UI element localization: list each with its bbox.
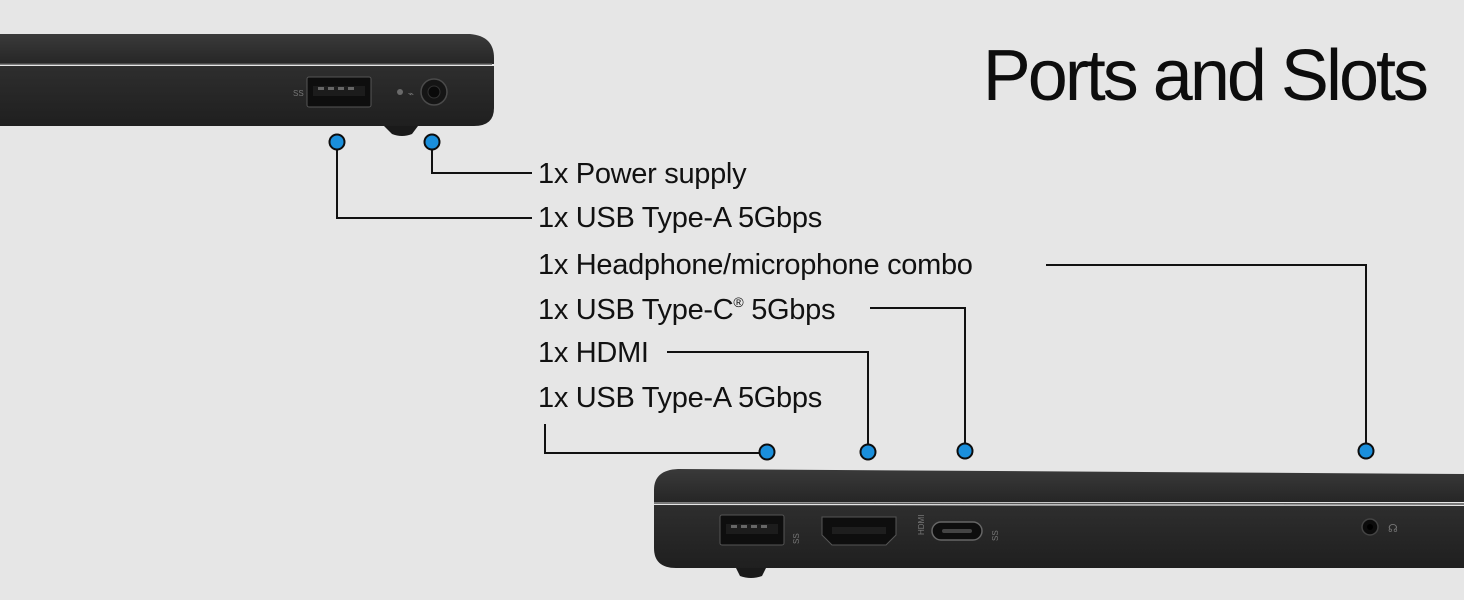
ss-marking-usbc: SS xyxy=(991,530,1000,541)
label-usb-a-left: 1x USB Type-A 5Gbps xyxy=(538,202,822,234)
callout-dot-usb-a-left xyxy=(328,133,346,151)
callout-dot-power xyxy=(423,133,441,151)
power-port: ⌁ xyxy=(397,78,448,106)
registered-mark: ® xyxy=(733,294,744,310)
usb-a-port-left: SS xyxy=(293,76,372,108)
laptop-right-side: SS HDMI SS ☊ xyxy=(653,469,1464,578)
ss-marking-right: SS xyxy=(792,533,801,544)
callout-line-power xyxy=(431,142,532,174)
callout-line-usb-c xyxy=(870,307,966,451)
usb-c-port: SS xyxy=(931,521,1000,541)
hdmi-marking: HDMI xyxy=(917,515,926,535)
page-title: Ports and Slots xyxy=(982,36,1429,116)
ss-marking-left: SS xyxy=(293,89,304,98)
callout-dot-headphone xyxy=(1357,442,1375,460)
svg-text:☊: ☊ xyxy=(1388,522,1398,535)
callout-lines xyxy=(336,142,1367,454)
callout-dot-hdmi xyxy=(859,443,877,461)
svg-text:⌁: ⌁ xyxy=(408,89,414,100)
callout-line-usb-a-left xyxy=(336,142,532,219)
label-power-supply: 1x Power supply xyxy=(538,158,747,190)
callout-line-headphone xyxy=(1046,264,1367,451)
laptop-left-side: SS ⌁ xyxy=(0,34,494,136)
callout-dot-usb-c xyxy=(956,442,974,460)
label-usb-c: 1x USB Type-C® 5Gbps xyxy=(538,295,835,325)
label-hdmi: 1x HDMI xyxy=(538,337,649,369)
label-usb-a-right: 1x USB Type-A 5Gbps xyxy=(538,382,822,414)
label-headphone-combo: 1x Headphone/microphone combo xyxy=(538,249,973,281)
callout-line-usb-a-right xyxy=(544,424,767,454)
callout-dot-usb-a-right xyxy=(758,443,776,461)
usb-c-speed: 5Gbps xyxy=(751,294,836,326)
audio-jack: ☊ xyxy=(1361,518,1398,536)
usb-c-name: 1x USB Type-C xyxy=(538,294,734,326)
callout-line-hdmi xyxy=(667,351,869,451)
hdmi-port: HDMI xyxy=(821,515,926,546)
usb-a-port-right: SS xyxy=(719,514,801,546)
